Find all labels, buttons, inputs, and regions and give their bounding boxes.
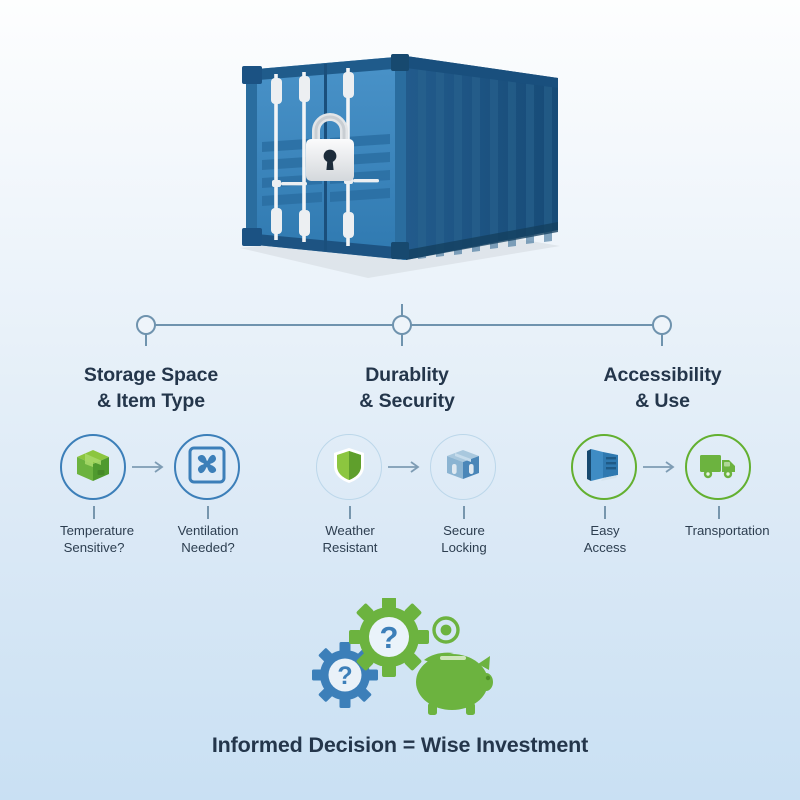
- connector-node-2: [392, 315, 412, 335]
- arrow-icon: [130, 460, 170, 474]
- shield-icon: [328, 444, 370, 491]
- connector-node-1: [136, 315, 156, 335]
- item-stem: [604, 506, 606, 519]
- column-accessibility-use: Accessibility & Use: [545, 362, 780, 555]
- question-mark-green: ?: [380, 620, 399, 655]
- item-stem: [349, 506, 351, 519]
- footer-tagline: Informed Decision = Wise Investment: [211, 733, 589, 757]
- item-weather-resistant[interactable]: Weather Resistant: [316, 434, 384, 556]
- item-transportation[interactable]: Transportation: [685, 434, 770, 539]
- gears-piggybank-illustration: ? ?: [300, 597, 510, 720]
- item-caption: Weather Resistant: [322, 523, 378, 555]
- piggy-bank-icon: [416, 652, 493, 715]
- truck-icon: [697, 444, 739, 491]
- column-title: Storage Space & Item Type: [83, 364, 219, 412]
- item-temperature-sensitive[interactable]: Temperature Sensitive?: [60, 434, 135, 556]
- fan-icon: [186, 444, 228, 491]
- item-ventilation-needed[interactable]: Ventilation Needed?: [174, 434, 242, 556]
- padlock-icon: [306, 113, 354, 181]
- column-title: Accessibility & Use: [603, 364, 722, 412]
- shipping-container-illustration: [228, 30, 572, 290]
- item-easy-access[interactable]: Easy Access: [571, 434, 639, 556]
- item-stem: [207, 506, 209, 519]
- column-durability-security: Durablity & Security Weather Resistant: [292, 362, 522, 555]
- item-caption: Secure Locking: [441, 523, 487, 555]
- green-gear-icon: ?: [349, 597, 429, 677]
- item-stem: [93, 506, 95, 519]
- open-door-icon: [583, 444, 625, 491]
- coin-icon: [432, 616, 460, 644]
- connector-line: [0, 296, 800, 356]
- connector-node-3: [652, 315, 672, 335]
- arrow-icon: [386, 460, 426, 474]
- arrow-icon: [641, 460, 681, 474]
- box-icon: [72, 444, 114, 491]
- container-side-panel: [406, 56, 558, 260]
- column-storage-space-item-type: Storage Space & Item Type Temp: [36, 362, 266, 555]
- item-caption: Transportation: [685, 523, 770, 538]
- column-title: Durablity & Security: [359, 364, 455, 412]
- lockbox-icon: [442, 444, 484, 491]
- item-stem: [718, 506, 720, 519]
- question-mark-blue: ?: [337, 662, 352, 690]
- item-secure-locking[interactable]: Secure Locking: [430, 434, 498, 556]
- item-caption: Temperature Sensitive?: [60, 523, 135, 555]
- item-caption: Ventilation Needed?: [177, 523, 239, 555]
- item-stem: [463, 506, 465, 519]
- item-caption: Easy Access: [583, 523, 627, 555]
